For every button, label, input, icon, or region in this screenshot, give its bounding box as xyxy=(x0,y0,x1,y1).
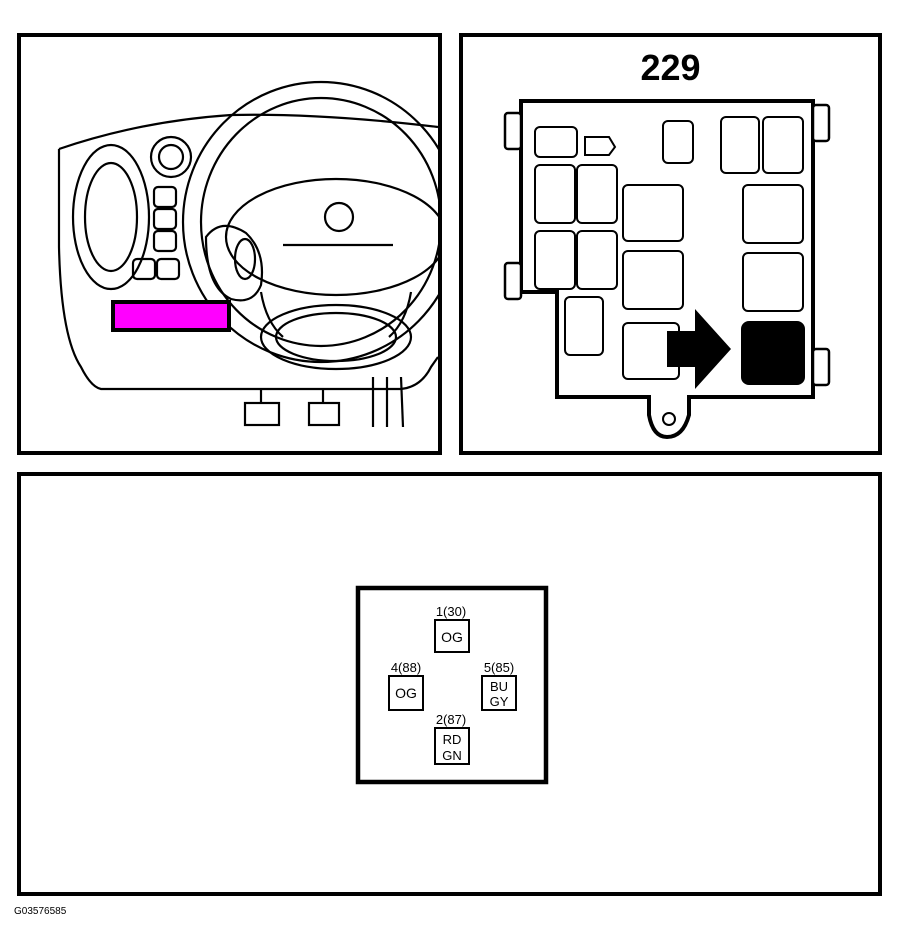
pointer-arrow-icon xyxy=(667,309,731,389)
pin-box-left xyxy=(388,675,424,711)
pin-wire-color-left: OG xyxy=(395,685,417,701)
highlighted-relay xyxy=(741,321,805,385)
dashboard-drawing xyxy=(57,80,438,428)
pin-wire-color-right-1: BU xyxy=(490,679,508,694)
pin-wire-color-right-2: GY xyxy=(490,694,509,709)
pin-box-bottom xyxy=(434,727,470,765)
dashboard-location-panel xyxy=(17,33,442,455)
connector-pinout-panel: 1(30) OG 4(88) OG 5(85) BU GY 2(87) RD G… xyxy=(17,472,882,896)
pin-wire-color-bottom-1: RD xyxy=(443,732,462,747)
fuse-box-panel: 229 xyxy=(459,33,882,455)
pin-wire-color-top: OG xyxy=(441,629,463,645)
pin-box-right xyxy=(481,675,517,711)
pin-label-left: 4(88) xyxy=(391,660,421,675)
pin-label-bottom: 2(87) xyxy=(436,712,466,727)
fuse-box-location-highlight xyxy=(111,300,231,332)
pin-label-top: 1(30) xyxy=(436,604,466,619)
fuse-box-number: 229 xyxy=(640,47,701,88)
connector-drawing: 1(30) OG 4(88) OG 5(85) BU GY 2(87) RD G… xyxy=(355,585,549,785)
pin-box-top xyxy=(434,619,470,653)
pin-wire-color-bottom-2: GN xyxy=(442,748,462,763)
pin-label-right: 5(85) xyxy=(484,660,514,675)
figure-code: G03576585 xyxy=(14,906,67,917)
fuse-box-drawing xyxy=(503,99,831,440)
